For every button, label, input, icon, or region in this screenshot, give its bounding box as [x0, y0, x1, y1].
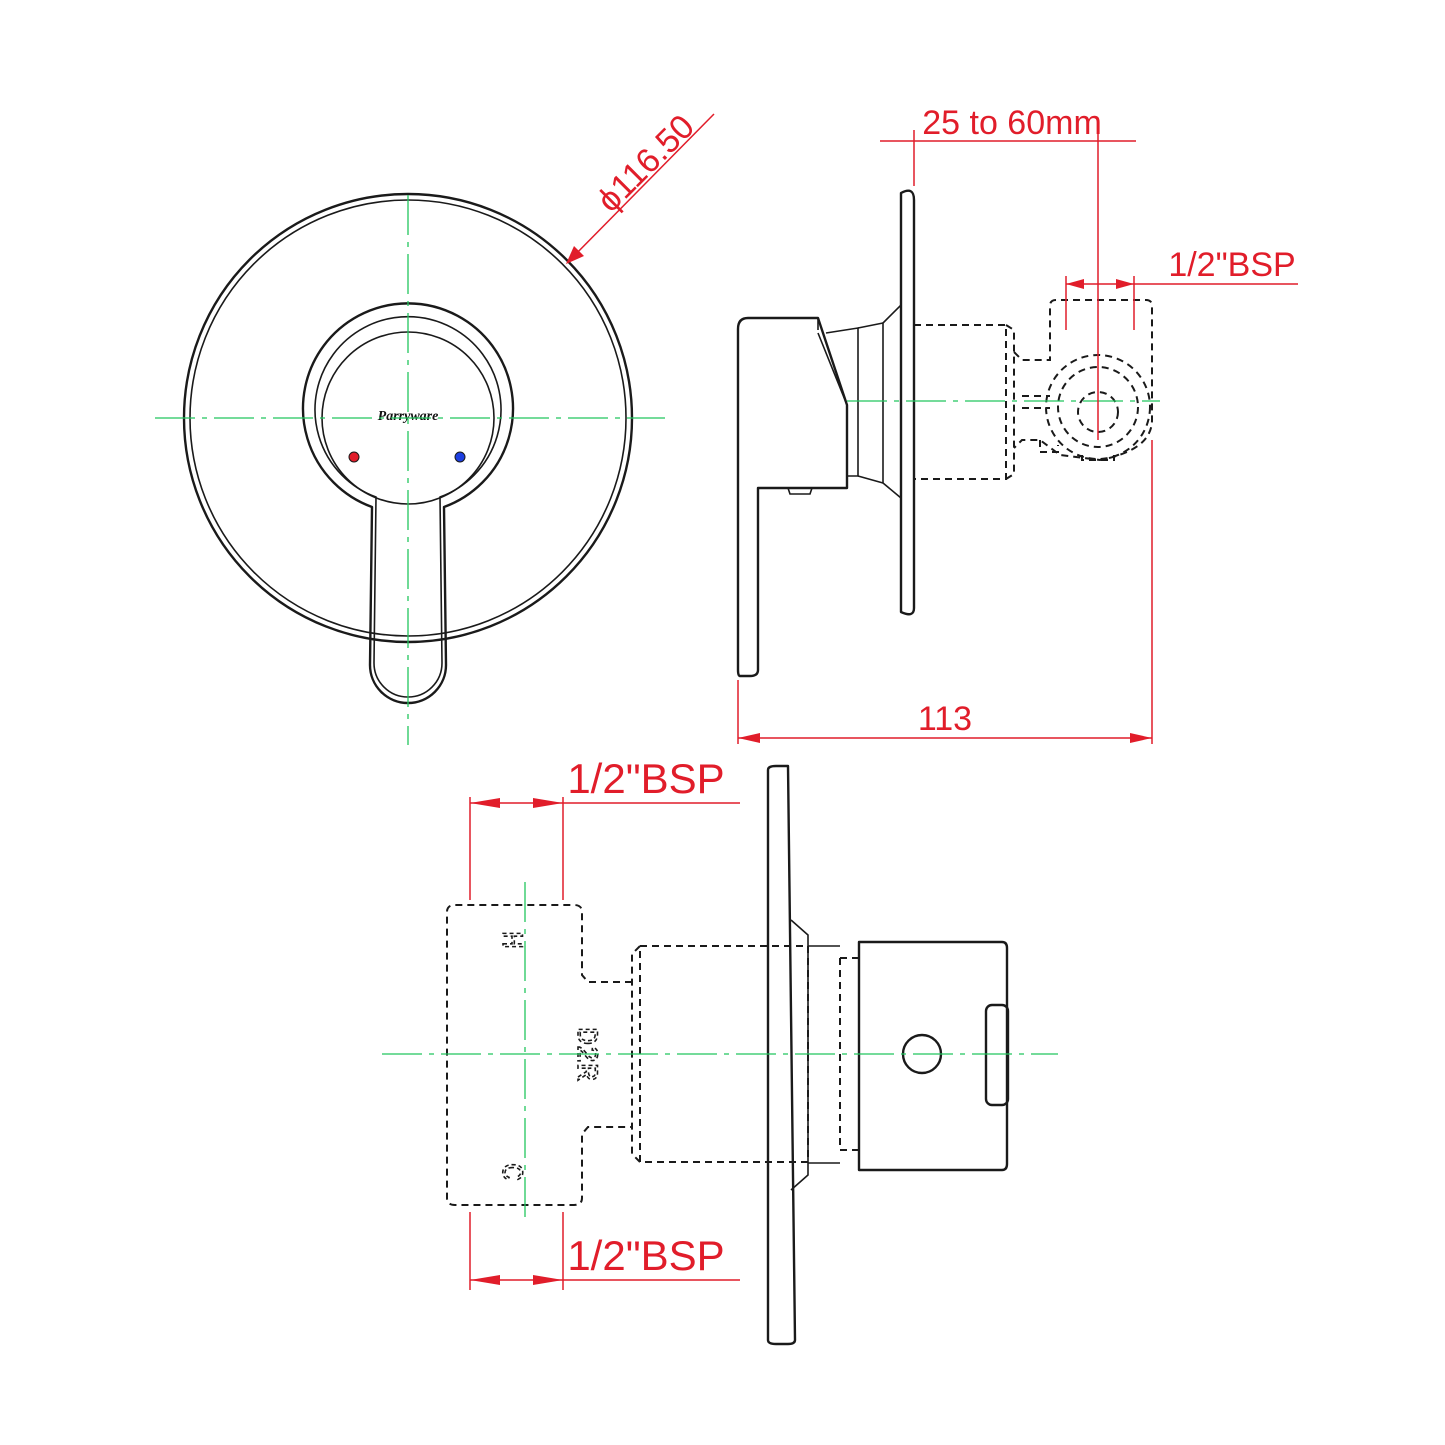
cold-port-mark: C — [493, 1163, 527, 1181]
hot-port-mark: H — [493, 931, 527, 949]
side-cartridge-flange — [1005, 324, 1015, 480]
side-valve-inlet-hidden — [1022, 395, 1050, 409]
cold-inlet-arrow-right-icon — [533, 1275, 563, 1285]
side-hub-cone — [825, 327, 859, 477]
side-inlet-arrow-right-icon — [1116, 279, 1134, 289]
bottom-valve-body-hidden — [446, 904, 632, 1206]
cold-inlet-arrow-left-icon — [470, 1275, 500, 1285]
side-wall-plate — [899, 189, 916, 616]
hot-inlet-arrow-right-icon — [533, 798, 563, 808]
side-inlet-tab-hidden — [1039, 440, 1059, 453]
side-inlet-bore-hidden — [1077, 391, 1119, 433]
side-inlet-label: 1/2"BSP — [1168, 246, 1295, 284]
side-view: 25 to 60mm 1/2"BSP 113 — [736, 104, 1298, 744]
side-cartridge-hidden — [913, 324, 1007, 480]
cold-inlet-label: 1/2"BSP — [567, 1232, 724, 1279]
side-inlet-arrow-left-icon — [1066, 279, 1084, 289]
wall-range-label: 25 to 60mm — [922, 104, 1102, 142]
side-inlet-lug-hidden — [1081, 455, 1115, 461]
side-plate-step — [882, 303, 902, 500]
handle-outline-inner — [314, 315, 502, 698]
cold-indicator-icon — [454, 451, 466, 463]
bottom-wall-plate — [766, 764, 797, 1346]
hot-inlet-label: 1/2"BSP — [567, 755, 724, 802]
bottom-view: H C D2R 1/2"BSP 1/2"BSP — [382, 755, 1058, 1346]
hot-inlet-arrow-left-icon — [470, 798, 500, 808]
bottom-handle-block — [857, 940, 1009, 1172]
diameter-arrow-icon — [566, 246, 584, 264]
diameter-leader — [567, 113, 715, 263]
side-valve-body-hidden — [1013, 299, 1153, 462]
side-inlet-port-inner-hidden — [1057, 366, 1139, 448]
bottom-handle-lever-tip — [984, 1003, 1010, 1107]
brand-logo: Parryware — [378, 409, 439, 424]
side-lever-neck — [817, 332, 848, 406]
front-view: Parryware ϕ116.50 — [155, 108, 715, 745]
hot-indicator-icon — [348, 451, 360, 463]
side-lever-screw — [787, 487, 813, 495]
overall-arrow-right-icon — [1130, 733, 1152, 743]
diameter-label: ϕ116.50 — [590, 108, 702, 220]
side-lever-handle — [736, 316, 849, 678]
handle-hub — [301, 302, 515, 705]
side-hub-collar — [857, 322, 884, 329]
bottom-collar-hidden — [839, 957, 859, 1151]
overall-arrow-left-icon — [738, 733, 760, 743]
side-hub-collar-b — [857, 475, 884, 484]
overall-length-label: 113 — [918, 700, 972, 738]
